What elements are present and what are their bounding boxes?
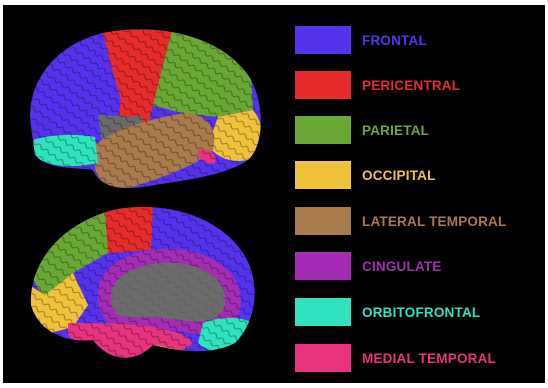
legend-label: PERICENTRAL (362, 78, 460, 93)
legend-label: LATERAL TEMPORAL (362, 214, 506, 229)
legend-swatch (295, 26, 351, 54)
legend-item-occipital: OCCIPITAL (295, 161, 540, 191)
legend-swatch (295, 71, 351, 99)
legend-label: MEDIAL TEMPORAL (362, 351, 496, 366)
figure-panel: FRONTAL PERICENTRAL PARIETAL OCCIPITAL L… (3, 5, 545, 383)
legend-swatch (295, 161, 351, 189)
legend-swatch (295, 252, 351, 280)
brain-illustrations (3, 5, 273, 383)
legend-label: PARIETAL (362, 123, 429, 138)
legend-item-medial-temporal: MEDIAL TEMPORAL (295, 344, 540, 374)
legend-item-parietal: PARIETAL (295, 116, 540, 146)
legend-item-pericentral: PERICENTRAL (295, 71, 540, 101)
legend-swatch (295, 116, 351, 144)
legend-label: FRONTAL (362, 33, 427, 48)
legend-item-frontal: FRONTAL (295, 26, 540, 56)
medial-brain-view (3, 195, 273, 383)
legend-swatch (295, 298, 351, 326)
legend-item-lateral-temporal: LATERAL TEMPORAL (295, 207, 540, 237)
legend-swatch (295, 207, 351, 235)
legend-label: ORBITOFRONTAL (362, 305, 480, 320)
legend-swatch (295, 344, 351, 372)
legend-label: CINGULATE (362, 259, 442, 274)
lateral-brain-view (3, 5, 273, 205)
legend-item-orbitofrontal: ORBITOFRONTAL (295, 298, 540, 328)
legend-item-cingulate: CINGULATE (295, 252, 540, 282)
legend-label: OCCIPITAL (362, 168, 436, 183)
